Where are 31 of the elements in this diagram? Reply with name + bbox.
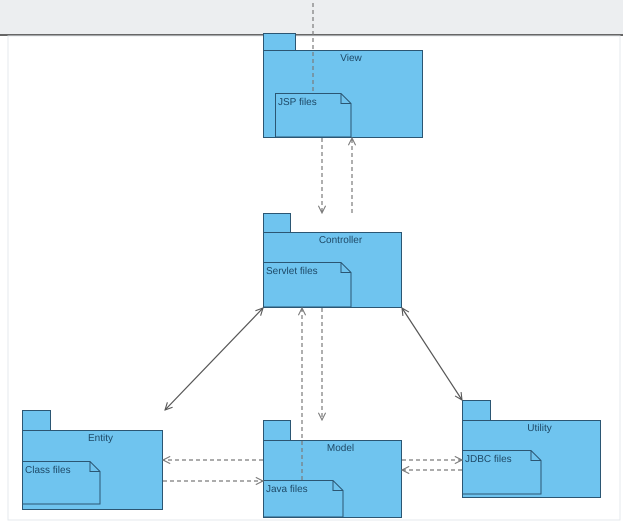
package xyxy=(263,33,423,138)
package xyxy=(22,410,163,510)
note xyxy=(263,262,352,308)
note xyxy=(275,93,352,138)
arrow xyxy=(401,307,463,401)
package-name: View xyxy=(340,53,362,64)
note-text: JDBC files xyxy=(465,454,512,465)
package-name: Entity xyxy=(88,433,113,444)
note-text: Java files xyxy=(266,484,308,495)
package-name: Model xyxy=(326,443,354,454)
note-text: Servlet files xyxy=(266,266,318,277)
package-name: Controller xyxy=(318,235,362,246)
arrow xyxy=(163,476,264,486)
arrow xyxy=(318,138,326,214)
package xyxy=(263,420,402,518)
arrow xyxy=(401,466,462,474)
package xyxy=(263,213,402,308)
note-text: JSP files xyxy=(278,97,317,108)
arrow xyxy=(298,307,306,480)
arrow xyxy=(162,456,263,464)
arrow xyxy=(348,137,356,213)
note xyxy=(22,461,101,505)
note-text: Class files xyxy=(25,465,71,476)
arrow xyxy=(318,308,326,421)
connector-line xyxy=(312,3,314,93)
note xyxy=(462,450,542,495)
package-name: Utility xyxy=(527,423,552,434)
arrow xyxy=(402,456,463,464)
package xyxy=(462,400,601,498)
arrow xyxy=(164,307,264,411)
note xyxy=(263,480,344,518)
